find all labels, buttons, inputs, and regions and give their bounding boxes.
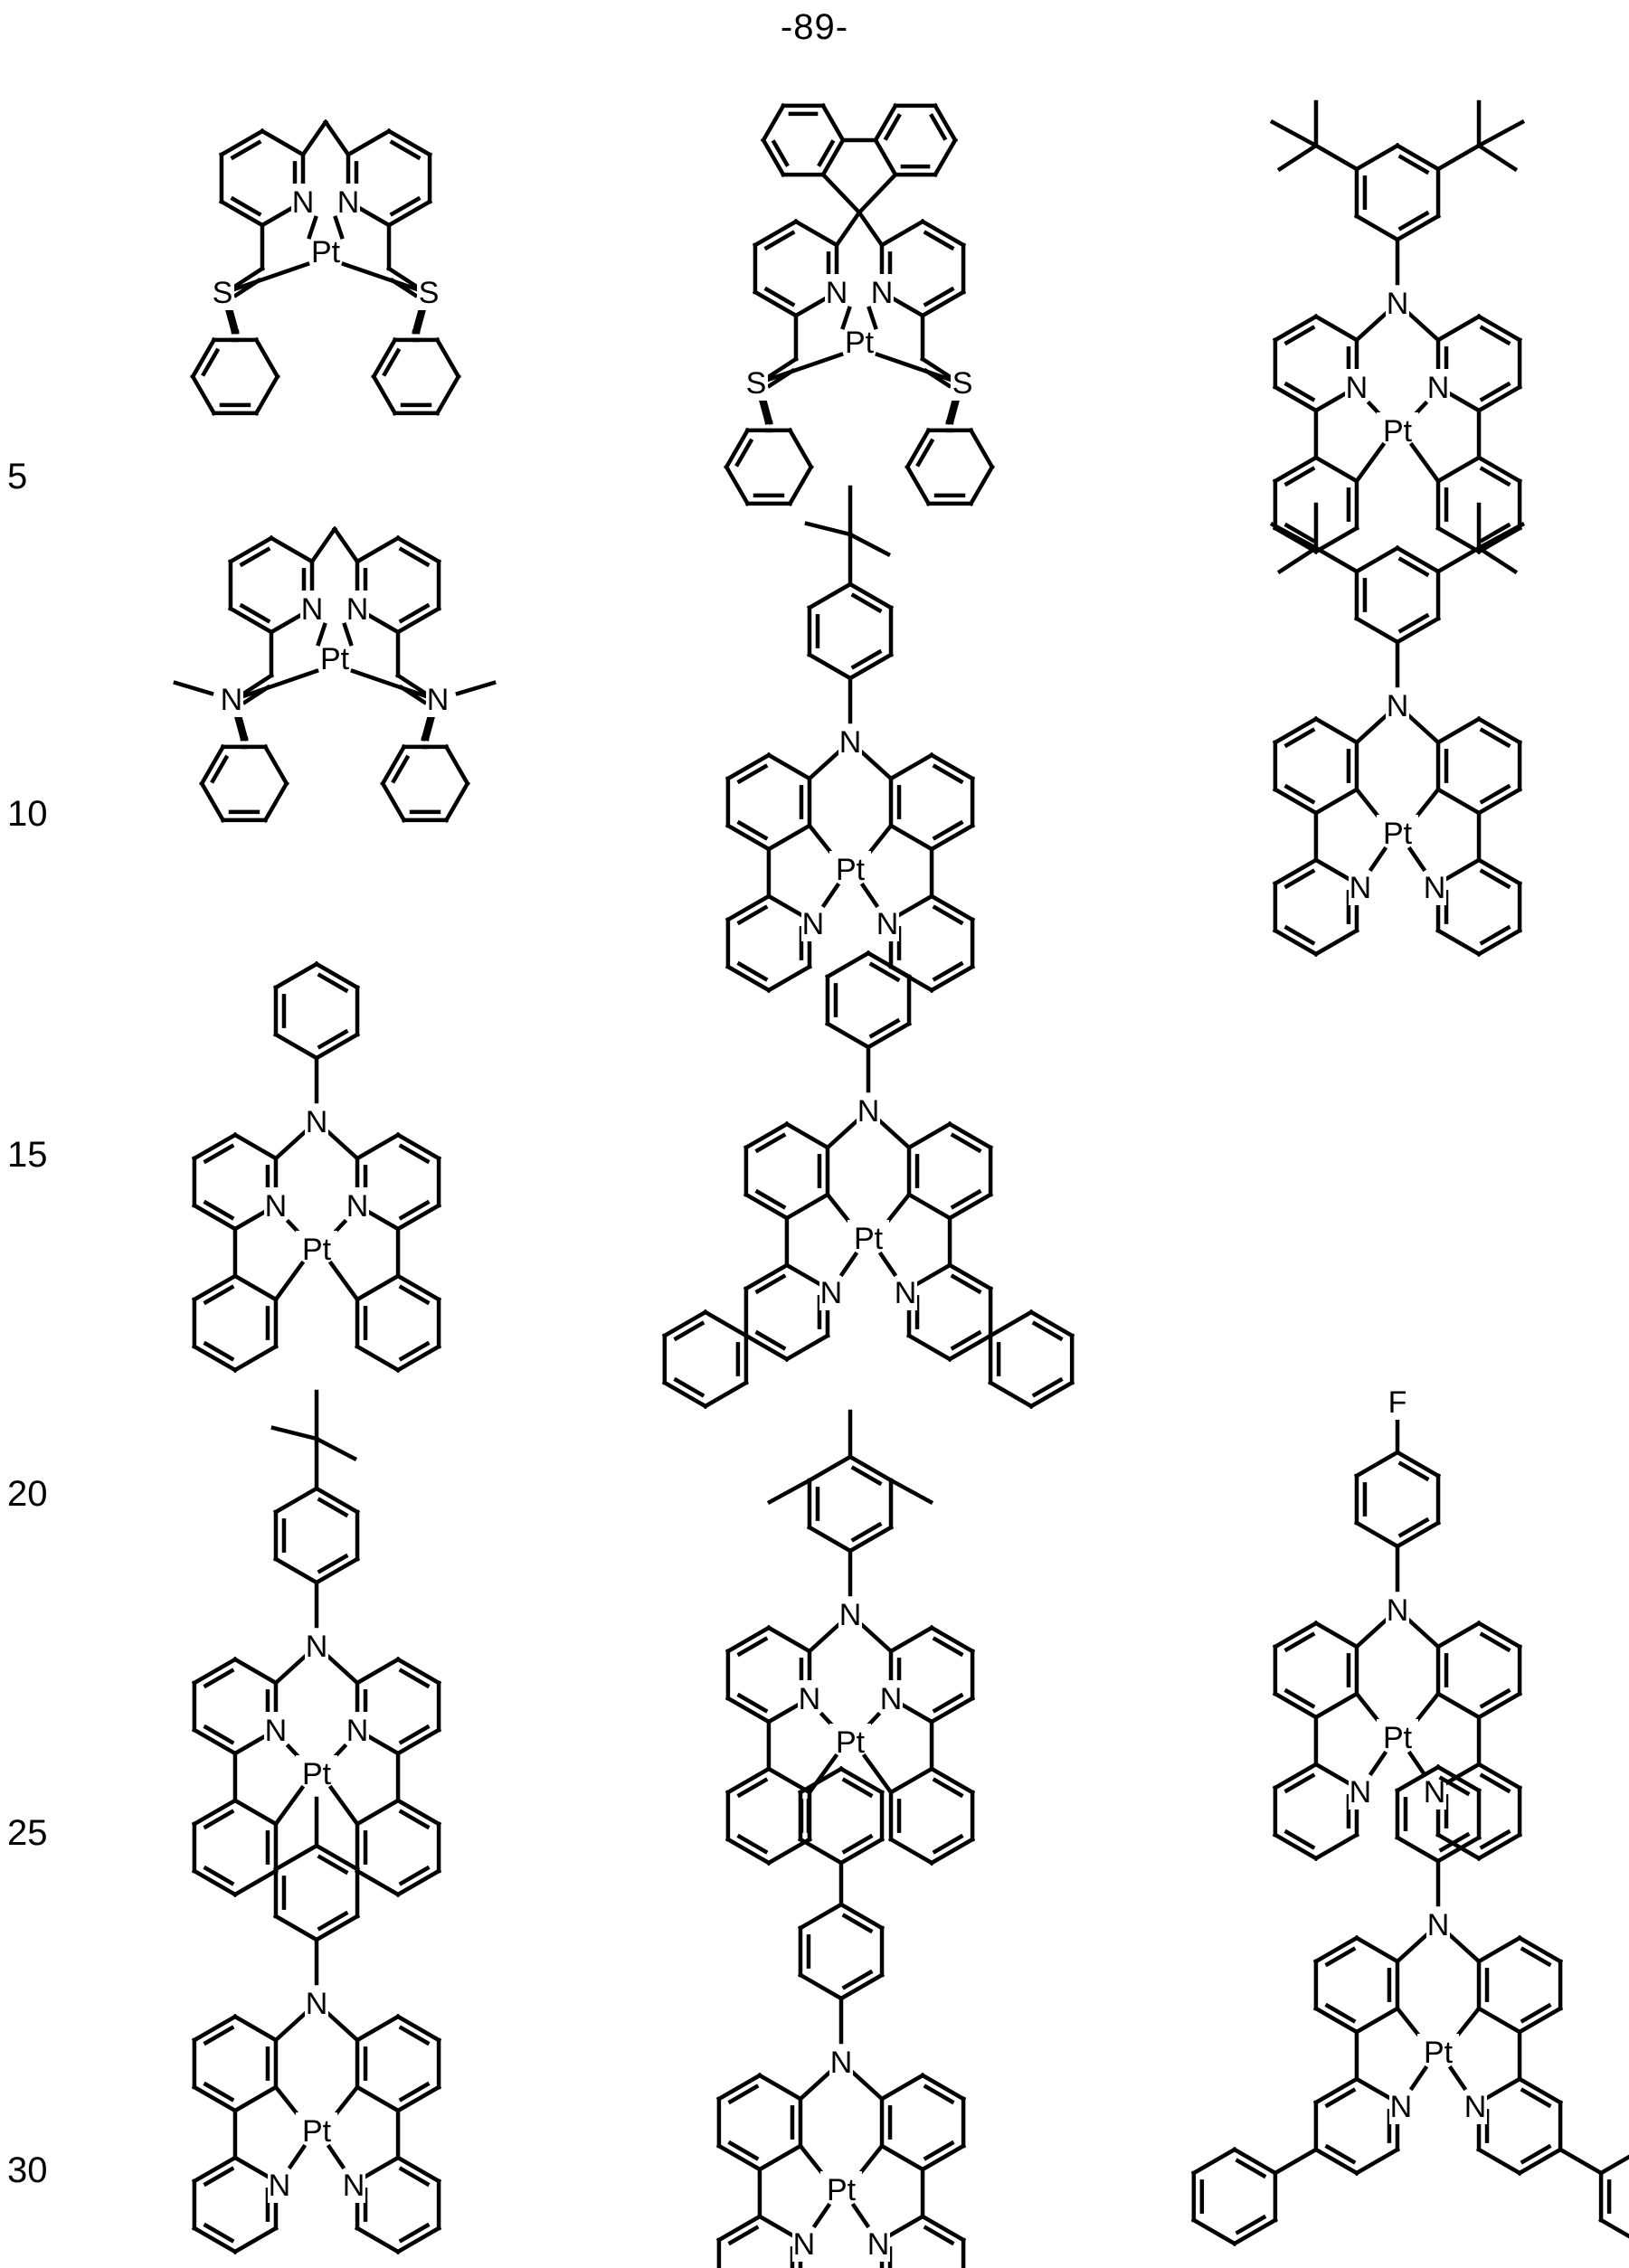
- platinum-atom: Pt: [854, 1222, 884, 1256]
- pyridine-nitrogen: N: [1424, 871, 1446, 905]
- line-number: 5: [7, 457, 28, 496]
- platinum-atom: Pt: [320, 642, 350, 676]
- platinum-atom: Pt: [302, 2114, 332, 2149]
- pyridine-nitrogen: N: [820, 1276, 843, 1310]
- indole-nitrogen: N: [427, 683, 450, 717]
- pyridine-nitrogen: N: [799, 1682, 821, 1716]
- molecule-drawing: N N N Pt: [725, 1409, 976, 1866]
- platinum-atom: Pt: [836, 853, 866, 887]
- amine-nitrogen: N: [857, 1094, 880, 1129]
- platinum-atom: Pt: [1383, 414, 1413, 449]
- sulfur-atom: S: [952, 366, 973, 401]
- pyridine-nitrogen: N: [265, 1189, 288, 1224]
- molecule-drawing: N N N Pt: [1269, 99, 1526, 555]
- pyridine-nitrogen: N: [346, 592, 369, 627]
- pyridine-nitrogen: N: [269, 2169, 291, 2203]
- pyridine-nitrogen: N: [880, 1682, 903, 1716]
- platinum-atom: Pt: [311, 235, 341, 269]
- chemical-structure-s7: N N N Pt: [181, 960, 452, 1374]
- indole-nitrogen: N: [221, 683, 243, 717]
- pyridine-nitrogen: N: [265, 1714, 288, 1748]
- pyridine-nitrogen: N: [301, 592, 324, 627]
- line-number: 20: [7, 1474, 48, 1514]
- pyridine-nitrogen: N: [1390, 2090, 1413, 2124]
- pyridine-nitrogen: N: [346, 1189, 369, 1224]
- pyridine-nitrogen: N: [876, 907, 899, 941]
- amine-nitrogen: N: [1387, 1593, 1409, 1628]
- platinum-atom: Pt: [302, 1757, 332, 1791]
- amine-nitrogen: N: [306, 1630, 328, 1664]
- pyridine-nitrogen: N: [1464, 2090, 1487, 2124]
- sulfur-atom: S: [419, 276, 440, 310]
- page-number: -89-: [780, 7, 849, 47]
- pyridine-nitrogen: N: [343, 2169, 365, 2203]
- pyridine-nitrogen: N: [1350, 871, 1372, 905]
- pyridine-nitrogen: N: [1427, 371, 1450, 405]
- amine-nitrogen: N: [1387, 287, 1409, 321]
- amine-nitrogen: N: [306, 1987, 328, 2021]
- platinum-atom: Pt: [845, 326, 875, 360]
- fluorine-atom: F: [1388, 1385, 1407, 1420]
- platinum-atom: Pt: [836, 1725, 866, 1760]
- chemical-structure-s10: N N N Pt: [706, 1393, 995, 1866]
- pyridine-nitrogen: N: [793, 2227, 816, 2262]
- amine-nitrogen: N: [1427, 1908, 1450, 1942]
- amine-nitrogen: N: [839, 1598, 862, 1632]
- pyridine-nitrogen: N: [1350, 1775, 1372, 1810]
- platinum-atom: Pt: [827, 2173, 857, 2207]
- pyridine-nitrogen: N: [1346, 371, 1369, 405]
- sulfur-atom: S: [746, 366, 767, 401]
- pyridine-nitrogen: N: [826, 276, 848, 310]
- sulfur-atom: S: [213, 276, 233, 310]
- amine-nitrogen: N: [1387, 689, 1409, 723]
- pyridine-nitrogen: N: [346, 1714, 369, 1748]
- pyridine-nitrogen: N: [867, 2227, 890, 2262]
- pyridine-nitrogen: N: [871, 276, 894, 310]
- line-number: 30: [7, 2150, 48, 2190]
- platinum-atom: Pt: [1383, 1721, 1413, 1755]
- platinum-atom: Pt: [302, 1233, 332, 1267]
- molecule-drawing: N N N Pt: [191, 1389, 442, 1898]
- platinum-atom: Pt: [1383, 817, 1413, 851]
- pyridine-nitrogen: N: [337, 185, 360, 220]
- chemical-structure-s9: N N N Pt: [181, 1389, 452, 1898]
- platinum-atom: Pt: [1424, 2036, 1454, 2070]
- line-number: 15: [7, 1135, 48, 1175]
- pyridine-nitrogen: N: [802, 907, 825, 941]
- molecule-drawing: N N N Pt: [191, 960, 442, 1374]
- amine-nitrogen: N: [830, 2046, 853, 2080]
- pyridine-nitrogen: N: [895, 1276, 917, 1310]
- chemical-structure-s3: N N N Pt: [1248, 99, 1547, 555]
- amine-nitrogen: N: [839, 725, 862, 760]
- line-number: 10: [7, 794, 48, 834]
- line-number: 25: [7, 1813, 48, 1853]
- amine-nitrogen: N: [306, 1105, 328, 1139]
- pyridine-nitrogen: N: [292, 185, 315, 220]
